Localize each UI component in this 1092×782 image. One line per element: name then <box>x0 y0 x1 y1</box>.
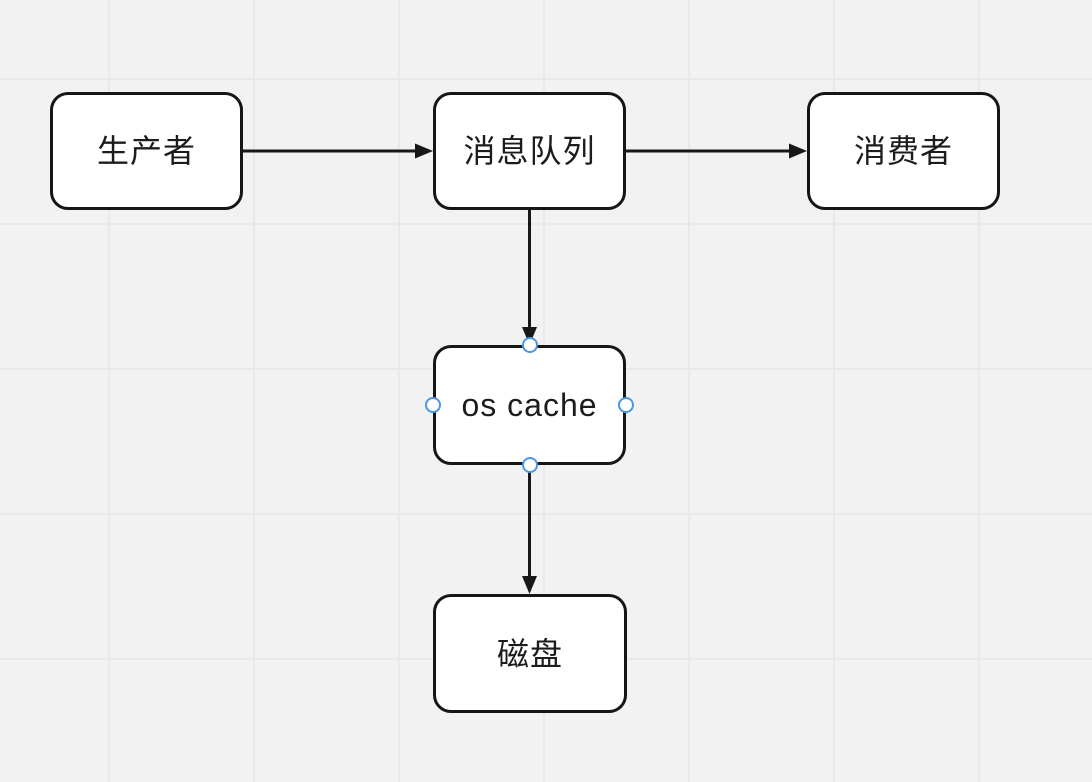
connection-handle-top[interactable] <box>522 337 538 353</box>
connection-handle-left[interactable] <box>425 397 441 413</box>
node-label-message-queue: 消息队列 <box>463 133 596 169</box>
edge-message-queue-to-os-cache[interactable] <box>522 210 537 345</box>
node-label-disk: 磁盘 <box>496 635 563 672</box>
node-os-cache[interactable]: os cache <box>433 345 626 465</box>
node-disk[interactable]: 磁盘 <box>433 594 627 713</box>
node-label-producer: 生产者 <box>96 133 196 169</box>
edge-os-cache-to-disk[interactable] <box>522 465 537 594</box>
node-label-consumer: 消费者 <box>853 133 953 169</box>
edge-producer-to-message-queue[interactable] <box>243 143 433 159</box>
connection-handle-bottom[interactable] <box>522 457 538 473</box>
node-consumer[interactable]: 消费者 <box>807 92 1000 210</box>
connection-handle-right[interactable] <box>618 397 634 413</box>
node-producer[interactable]: 生产者 <box>50 92 243 210</box>
node-message-queue[interactable]: 消息队列 <box>433 92 626 210</box>
edge-message-queue-to-consumer[interactable] <box>626 143 807 159</box>
node-label-os-cache: os cache <box>461 387 598 423</box>
